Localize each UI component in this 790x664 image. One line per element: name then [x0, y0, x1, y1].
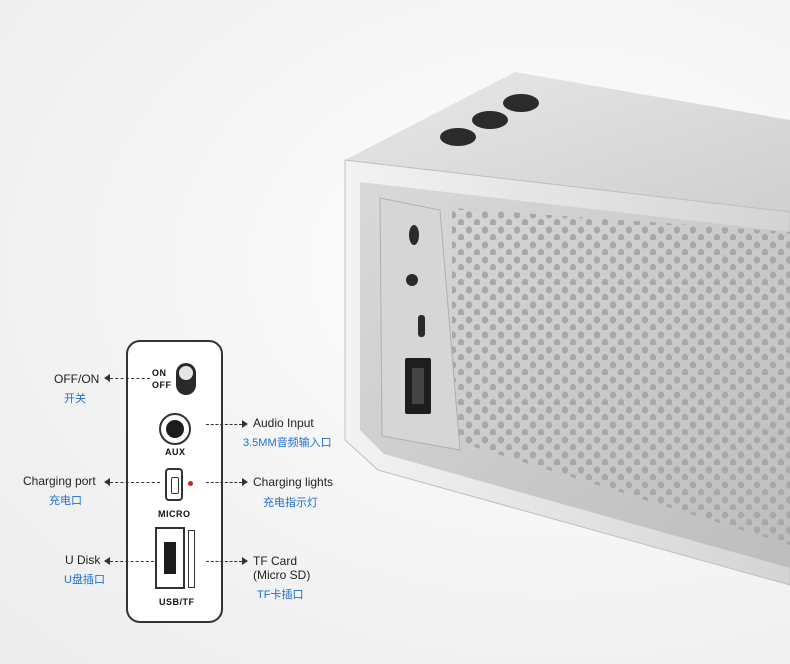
charging-port-cn-label: 充电口 — [49, 495, 82, 507]
charging-led-icon — [188, 481, 193, 486]
top-button-1 — [440, 128, 476, 146]
u-disk-arrow-head — [104, 557, 110, 565]
micro-usb-port-icon — [165, 468, 183, 501]
aux-jack-icon — [159, 413, 191, 445]
audio-input-arrow-head — [242, 420, 248, 428]
u-disk-cn-label: U盘插口 — [64, 574, 105, 586]
audio-input-label: Audio Input — [253, 416, 314, 430]
power-switch-icon — [176, 363, 196, 395]
charging-lights-arrow-head — [242, 478, 248, 486]
off-on-arrow-head — [104, 374, 110, 382]
aux-label: AUX — [165, 447, 186, 457]
charging-port-arrow — [110, 482, 160, 483]
tf-card-arrow — [206, 561, 242, 562]
audio-input-arrow — [206, 424, 242, 425]
top-button-2 — [472, 111, 508, 129]
speaker-aux-port — [406, 274, 418, 286]
switch-off-label: OFF — [152, 380, 172, 390]
off-on-arrow — [110, 378, 150, 379]
switch-on-label: ON — [152, 368, 167, 378]
micro-label: MICRO — [158, 509, 191, 519]
port-diagram-panel: ON OFF AUX MICRO USB/TF — [126, 340, 223, 623]
top-button-3 — [503, 94, 539, 112]
u-disk-label: U Disk — [65, 553, 101, 567]
tf-card-cn-label: TF卡插口 — [257, 589, 304, 601]
u-disk-arrow — [110, 561, 154, 562]
audio-input-cn-label: 3.5MM音频输入口 — [243, 437, 332, 449]
charging-lights-label: Charging lights — [253, 475, 334, 489]
tf-card-slot-icon — [188, 530, 195, 588]
charging-lights-arrow — [206, 482, 242, 483]
charging-port-arrow-head — [104, 478, 110, 486]
speaker-micro-port — [418, 315, 425, 337]
speaker-top — [345, 72, 790, 212]
off-on-cn-label: 开关 — [64, 393, 86, 405]
usb-tf-label: USB/TF — [159, 597, 195, 607]
charging-port-label: Charging port — [23, 474, 96, 488]
charging-lights-cn-label: 充电指示灯 — [263, 497, 318, 509]
usb-port-icon — [155, 527, 185, 589]
tf-card-arrow-head — [242, 557, 248, 565]
tf-card-label-2: (Micro SD) — [253, 568, 311, 582]
off-on-label: OFF/ON — [54, 372, 100, 386]
tf-card-label: TF Card — [253, 554, 298, 568]
speaker-switch — [409, 225, 419, 245]
